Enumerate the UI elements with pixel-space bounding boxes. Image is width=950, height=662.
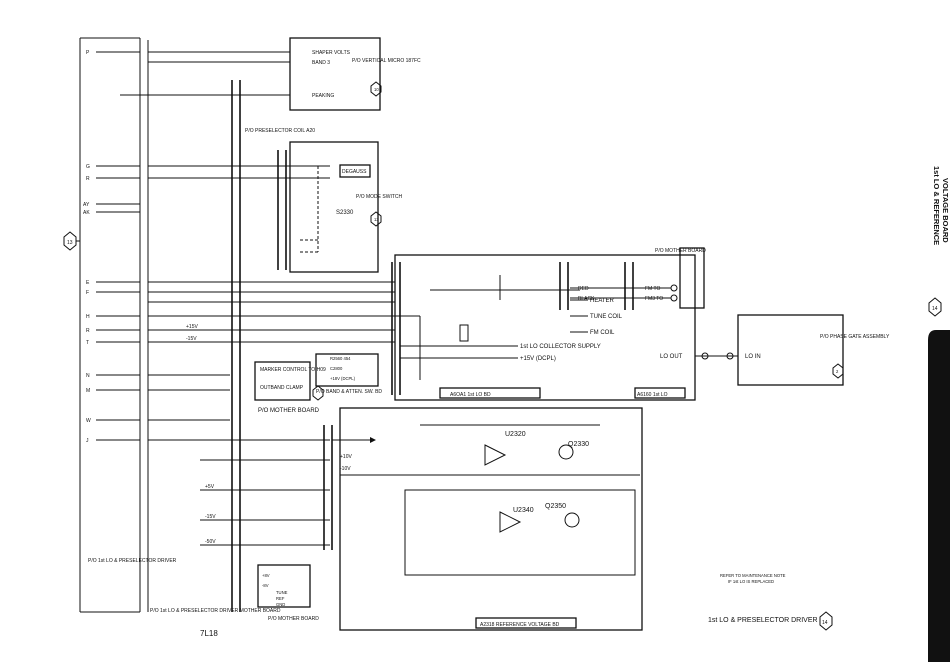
- svg-text:GND: GND: [276, 602, 285, 607]
- svg-text:P/O MOTHER BOARD: P/O MOTHER BOARD: [268, 616, 319, 622]
- svg-text:1st LO COLLECTOR SUPPLY: 1st LO COLLECTOR SUPPLY: [520, 344, 601, 350]
- marker-block: MARKER CONTROL TO H09 OUTBAND CLAMP P/O …: [254, 361, 326, 414]
- svg-text:+15V: +15V: [186, 324, 198, 330]
- maintenance-note: REFER TO MAINTENANCE NOTE IF 1st LO IS R…: [720, 573, 786, 584]
- svg-text:BLACK: BLACK: [578, 296, 595, 302]
- svg-text:P/O MOTHER BOARD: P/O MOTHER BOARD: [655, 248, 706, 254]
- svg-text:OUTBAND CLAMP: OUTBAND CLAMP: [260, 385, 304, 391]
- svg-text:-10V: -10V: [340, 466, 351, 472]
- svg-text:REFER TO MAINTENANCE NOTE: REFER TO MAINTENANCE NOTE: [720, 573, 786, 578]
- left-bus-wires: [79, 37, 149, 613]
- supply-labels: +15V -15V +5V -15V -50V +10V -10V: [186, 324, 352, 545]
- signal-lines: [120, 51, 420, 546]
- connector-columns: [231, 80, 634, 612]
- side-tab: 1st LO & REFERENCE VOLTAGE BOARD 14: [928, 166, 950, 662]
- svg-text:14: 14: [932, 306, 938, 312]
- input-label: H: [86, 314, 90, 320]
- input-label: W: [86, 418, 91, 424]
- svg-text:PEAKING: PEAKING: [312, 93, 334, 99]
- input-label: AY: [83, 202, 90, 208]
- svg-text:LO OUT: LO OUT: [660, 354, 683, 360]
- svg-text:R2560 454: R2560 454: [330, 356, 351, 361]
- input-label: F: [86, 290, 89, 296]
- input-label: M: [86, 388, 90, 394]
- svg-text:13: 13: [374, 217, 379, 222]
- svg-text:+5V: +5V: [205, 484, 215, 490]
- svg-text:A6160 1st LO: A6160 1st LO: [637, 392, 668, 398]
- svg-text:FM TO: FM TO: [645, 286, 660, 292]
- input-label: G: [86, 164, 90, 170]
- svg-text:P/O PHASE GATE ASSEMBLY: P/O PHASE GATE ASSEMBLY: [820, 334, 890, 340]
- svg-text:TUNE COIL: TUNE COIL: [590, 314, 623, 320]
- svg-text:+8V: +8V: [262, 573, 270, 578]
- input-label: N: [86, 373, 90, 379]
- svg-text:1st LO & REFERENCE: 1st LO & REFERENCE: [932, 166, 941, 245]
- mother-board-top: P/O MOTHER BOARD RED BLACK FM TO FM3 TO: [570, 247, 706, 309]
- svg-text:MARKER CONTROL TO H09: MARKER CONTROL TO H09: [260, 367, 326, 373]
- svg-text:P/O PRESELECTOR COIL A20: P/O PRESELECTOR COIL A20: [245, 128, 315, 134]
- svg-text:-15V: -15V: [186, 336, 197, 342]
- left-input-labels: P G R AY AK E F H R T N M W J: [83, 50, 91, 444]
- svg-text:1st LO & PRESELECTOR DRIVER: 1st LO & PRESELECTOR DRIVER: [708, 617, 818, 624]
- svg-text:-8V: -8V: [262, 583, 269, 588]
- page-title: 1st LO & PRESELECTOR DRIVER 14: [708, 611, 833, 631]
- svg-text:+10V: +10V: [340, 454, 352, 460]
- input-label: R: [86, 328, 90, 334]
- svg-text:Q2350: Q2350: [545, 503, 566, 510]
- svg-text:U2320: U2320: [505, 431, 526, 438]
- reference-board-block: A2318 REFERENCE VOLTAGE BD U2320 Q2330 U…: [332, 407, 643, 631]
- input-label: T: [86, 340, 89, 346]
- svg-text:-15V: -15V: [205, 514, 216, 520]
- svg-text:HEATER: HEATER: [590, 298, 615, 304]
- svg-text:SHAPER VOLTS: SHAPER VOLTS: [312, 50, 351, 56]
- svg-text:A6OA1 1st LO BD: A6OA1 1st LO BD: [450, 392, 491, 398]
- svg-text:10: 10: [374, 87, 379, 92]
- input-label: E: [86, 280, 90, 286]
- bandwidth-block: R2560 454 C2800 +18V (DCPL) P/O BAND & A…: [315, 353, 382, 395]
- left-ref-hex: 13: [63, 231, 80, 251]
- driver-labels: P/O 1st LO & PRESELECTOR DRIVER P/O 1st …: [88, 558, 281, 638]
- svg-text:+15V (DCPL): +15V (DCPL): [520, 356, 556, 362]
- svg-text:U2340: U2340: [513, 507, 534, 514]
- tune-board-block: +8V -8V TUNE REF GND P/O MOTHER BOARD: [257, 564, 319, 622]
- svg-text:TUNE: TUNE: [276, 590, 288, 595]
- svg-text:+18V (DCPL): +18V (DCPL): [330, 376, 356, 381]
- svg-text:LO IN: LO IN: [745, 354, 761, 360]
- svg-text:7L18: 7L18: [200, 629, 218, 638]
- svg-text:FM COIL: FM COIL: [590, 330, 615, 336]
- svg-text:A2318 REFERENCE VOLTAGE BD: A2318 REFERENCE VOLTAGE BD: [480, 622, 560, 628]
- mode-switch-block: DEGAUSS S2330 P/O MODE SWITCH 13 P/O PRE…: [245, 128, 403, 273]
- lo-board-block: A6OA1 1st LO BD A6160 1st LO HEATER TUNE…: [394, 254, 696, 401]
- svg-text:Q2330: Q2330: [568, 441, 589, 448]
- svg-text:P/O BAND & ATTEN. SW. BD: P/O BAND & ATTEN. SW. BD: [316, 389, 382, 395]
- svg-text:S2330: S2330: [336, 210, 354, 216]
- svg-text:P/O 1st LO & PRESELECTOR DRIVE: P/O 1st LO & PRESELECTOR DRIVER MOTHER B…: [150, 608, 281, 614]
- svg-text:VOLTAGE BOARD: VOLTAGE BOARD: [941, 178, 950, 243]
- input-label: J: [86, 438, 89, 444]
- svg-text:P/O 1st LO & PRESELECTOR DRIVE: P/O 1st LO & PRESELECTOR DRIVER: [88, 558, 177, 564]
- svg-text:BAND 3: BAND 3: [312, 60, 330, 66]
- svg-text:2: 2: [836, 369, 839, 374]
- svg-text:P/O MODE SWITCH: P/O MODE SWITCH: [356, 194, 403, 200]
- svg-text:RED: RED: [578, 286, 589, 292]
- input-label: R: [86, 176, 90, 182]
- svg-text:FM3 TO: FM3 TO: [645, 296, 663, 302]
- svg-text:14: 14: [822, 620, 828, 626]
- svg-text:REF: REF: [276, 596, 285, 601]
- phase-gate-block: P/O PHASE GATE ASSEMBLY 2 LO OUT LO IN: [660, 314, 890, 386]
- svg-text:13: 13: [67, 240, 73, 246]
- input-label: P: [86, 50, 90, 56]
- svg-text:P/O VERTICAL MICRO 187FC: P/O VERTICAL MICRO 187FC: [352, 58, 421, 64]
- input-label: AK: [83, 210, 90, 216]
- svg-text:P/O MOTHER BOARD: P/O MOTHER BOARD: [258, 408, 320, 414]
- svg-text:C2800: C2800: [330, 366, 343, 371]
- vertical-micro-block: SHAPER VOLTS BAND 3 PEAKING P/O VERTICAL…: [289, 37, 421, 111]
- svg-text:DEGAUSS: DEGAUSS: [342, 169, 367, 175]
- svg-text:-50V: -50V: [205, 539, 216, 545]
- svg-text:IF 1st LO IS REPLACED: IF 1st LO IS REPLACED: [728, 579, 774, 584]
